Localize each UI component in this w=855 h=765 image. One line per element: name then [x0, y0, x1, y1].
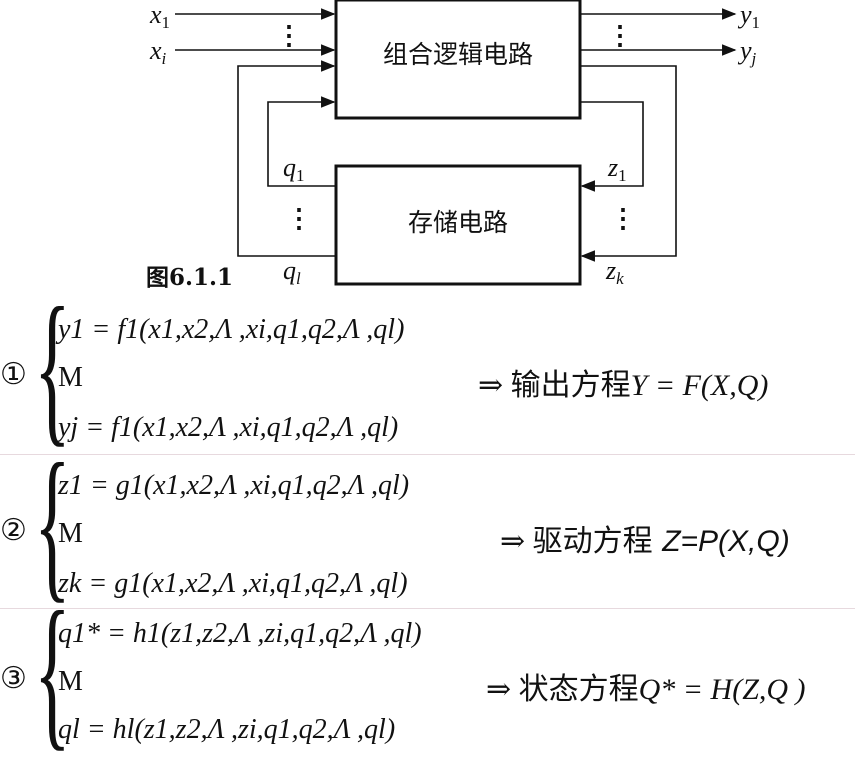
equation-result-formula: Z=P(X,Q) — [662, 525, 790, 558]
drive-label-zk: zk — [605, 256, 624, 288]
equation-first-line: y1 = f1(x1,x2,Λ ,xi,q1,q2,Λ ,ql) — [58, 314, 405, 345]
equation-middle-line: M — [58, 362, 83, 393]
storage-circuit-label: 存储电路 — [408, 208, 508, 237]
implies-symbol: ⇒ — [486, 673, 519, 706]
equation-last-line: ql = hl(z1,z2,Λ ,zi,q1,q2,Λ ,ql) — [58, 714, 396, 745]
section-divider — [0, 454, 855, 455]
equation-group-drive: ② { z1 = g1(x1,x2,Λ ,xi,q1,q2,Λ ,ql) M z… — [0, 438, 855, 608]
equation-first-line: q1* = h1(z1,z2,Λ ,zi,q1,q2,Λ ,ql) — [58, 618, 422, 649]
drive-label-z1: z1 — [607, 153, 627, 185]
equation-result: ⇒ 驱动方程 Z=P(X,Q) — [500, 516, 790, 560]
equation-number: ① — [0, 357, 27, 392]
equation-result-name: 状态方程 — [518, 672, 639, 707]
equation-result: ⇒ 状态方程Q* = H(Z,Q ) — [486, 664, 806, 708]
output-label-y1: y1 — [737, 0, 760, 32]
equation-result-formula: Q* = H(Z,Q ) — [638, 673, 806, 706]
equation-result-formula: Y = F(X,Q) — [630, 369, 769, 402]
equation-result-name: 驱动方程 — [532, 524, 663, 559]
input-ellipsis: ⋮ — [276, 21, 302, 50]
equation-last-line: zk = g1(x1,x2,Λ ,xi,q1,q2,Λ ,ql) — [58, 568, 408, 599]
state-ellipsis: ⋮ — [286, 204, 312, 233]
sequential-circuit-diagram: 组合逻辑电路 存储电路 ⋮ x1 xi ⋮ y1 yj q1 ql ⋮ z1 z… — [146, 0, 760, 291]
brace: { — [34, 429, 71, 617]
implies-symbol: ⇒ — [478, 369, 511, 402]
input-label-xi: xi — [149, 36, 167, 68]
output-label-yj: yj — [737, 36, 757, 68]
equation-number: ③ — [0, 661, 27, 696]
equation-middle-line: M — [58, 666, 83, 697]
brace: { — [34, 273, 71, 461]
equation-last-line: yj = f1(x1,x2,Λ ,xi,q1,q2,Λ ,ql) — [58, 412, 399, 443]
equation-group-state: ③ { q1* = h1(z1,z2,Λ ,zi,q1,q2,Λ ,ql) M … — [0, 586, 855, 756]
combinational-logic-box — [334, 0, 582, 120]
storage-circuit-box — [334, 164, 582, 286]
equation-result-name: 输出方程 — [510, 368, 631, 403]
equation-result: ⇒ 输出方程Y = F(X,Q) — [478, 360, 768, 404]
state-label-ql: ql — [283, 256, 301, 288]
drive-path-zk — [580, 65, 677, 262]
state-label-q1: q1 — [283, 153, 305, 185]
implies-symbol: ⇒ — [500, 525, 533, 558]
drive-path-z1 — [580, 101, 644, 192]
feedback-path-ql — [237, 60, 336, 257]
figure-label: 图6.1.1 — [146, 264, 233, 291]
feedback-path-q1 — [267, 96, 336, 187]
input-label-x1: x1 — [149, 0, 170, 32]
equation-middle-line: M — [58, 518, 83, 549]
equation-number: ② — [0, 513, 27, 548]
combinational-logic-label: 组合逻辑电路 — [383, 40, 533, 69]
section-divider — [0, 608, 855, 609]
equation-first-line: z1 = g1(x1,x2,Λ ,xi,q1,q2,Λ ,ql) — [58, 470, 410, 501]
brace: { — [34, 577, 71, 765]
drive-ellipsis: ⋮ — [610, 204, 636, 233]
output-ellipsis: ⋮ — [607, 21, 633, 50]
equation-group-output: ① { y1 = f1(x1,x2,Λ ,xi,q1,q2,Λ ,ql) M y… — [0, 282, 855, 452]
